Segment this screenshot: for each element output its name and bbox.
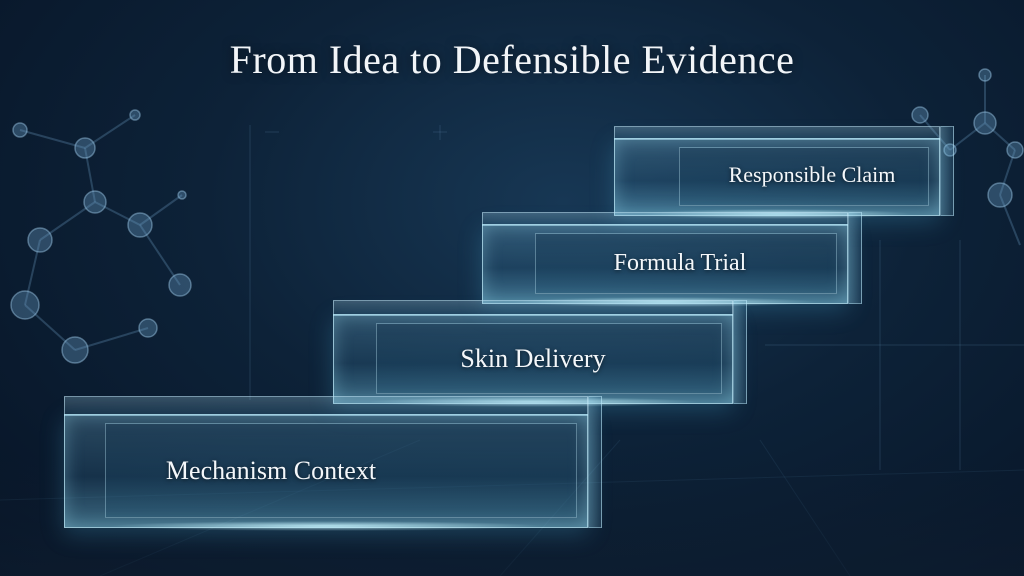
step-mechanism-context: Mechanism Context (64, 396, 602, 531)
step-skin-delivery: Skin Delivery (333, 300, 747, 407)
step-label: Formula Trial (613, 250, 747, 276)
slide-title: From Idea to Defensible Evidence (229, 37, 795, 82)
step-label: Skin Delivery (460, 344, 606, 373)
step-responsible-claim: Responsible Claim (614, 126, 954, 219)
step-formula-trial: Formula Trial (482, 212, 862, 307)
step-label: Mechanism Context (165, 456, 377, 485)
step-label: Responsible Claim (728, 162, 896, 187)
reflective-floor (0, 455, 1024, 576)
